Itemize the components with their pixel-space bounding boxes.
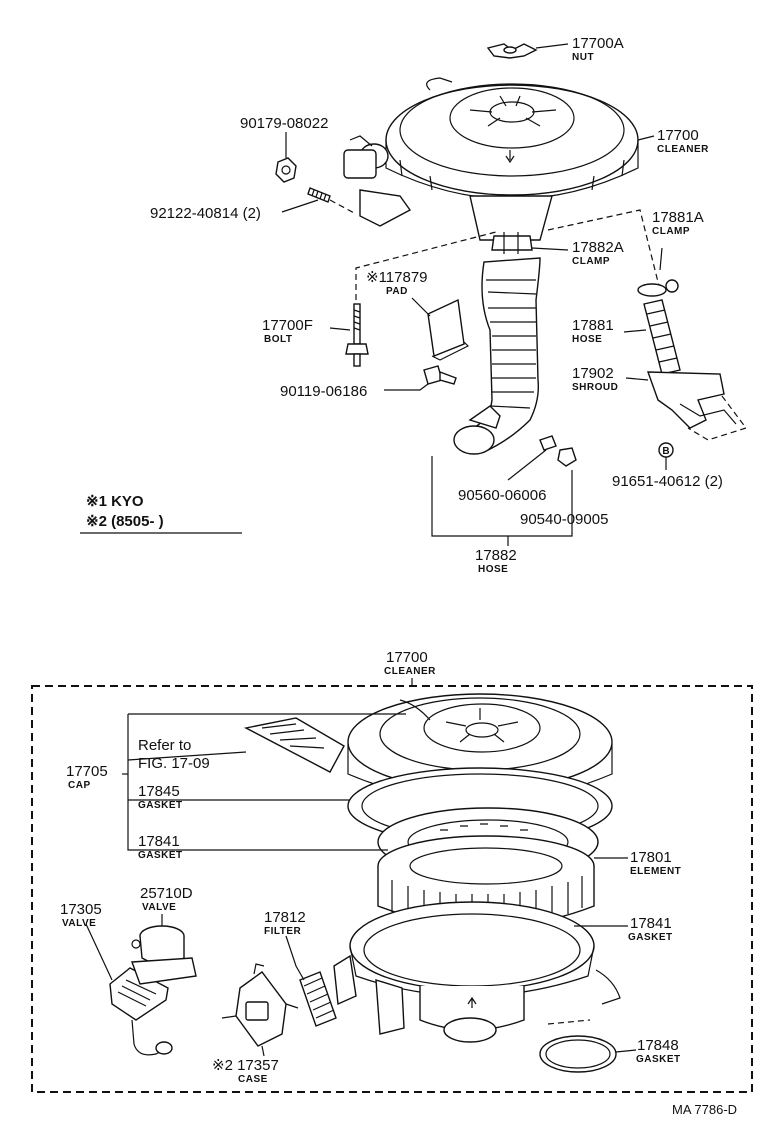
label-92122: 92122-40814 (2) [150,205,261,222]
label-90179: 90179-08022 [240,115,328,132]
label-117879-name: PAD [386,286,408,297]
stud-92122-drawing [307,187,331,203]
label-117879: ※117879 [366,269,428,286]
label-17700-upper-name: CLEANER [657,144,709,155]
label-17700-lower-name: CLEANER [384,666,436,677]
refer-to-text: Refer to [138,737,191,754]
label-17357-name: CASE [238,1074,268,1085]
label-17882A: 17882A [572,239,624,256]
label-17700-upper: 17700 [657,127,699,144]
nut-90540-drawing [557,447,577,467]
gasket-17848-drawing [539,1035,617,1073]
label-17841-upper-name: GASKET [138,850,183,861]
label-25710D-name: VALVE [142,902,176,913]
label-17841-lower-name: GASKET [628,932,673,943]
label-17841-upper: 17841 [138,833,180,850]
label-17305-name: VALVE [62,918,96,929]
nut-90179-drawing [275,157,297,183]
base-housing-drawing [333,901,621,1043]
label-17305: 17305 [60,901,102,918]
label-17700A-name: NUT [572,52,594,63]
hose-17881-drawing [643,299,681,375]
label-17845-name: GASKET [138,800,183,811]
label-17848-name: GASKET [636,1054,681,1065]
label-90119: 90119-06186 [280,383,367,400]
refer-fig-text: FIG. 17-09 [138,755,210,772]
screw-90119-drawing [423,365,457,385]
refer-pad-drawing [243,717,345,773]
label-17700-lower: 17700 [386,649,428,666]
label-17882A-name: CLAMP [572,256,610,267]
label-17705-name: CAP [68,780,91,791]
clamp-17881A-drawing [637,279,679,297]
filter-17812-drawing [299,971,337,1027]
shroud-17902-drawing [646,371,737,429]
side-valve-drawing [343,135,412,227]
label-17705: 17705 [66,763,108,780]
label-17700A: 17700A [572,35,624,52]
label-17801: 17801 [630,849,672,866]
hose-17882-drawing [453,257,541,455]
label-17882: 17882 [475,547,517,564]
note-kyo: ※1 KYO [86,493,144,510]
label-17902: 17902 [572,365,614,382]
label-17700F-name: BOLT [264,334,292,345]
label-17902-name: SHROUD [572,382,618,393]
circle-b-marker: B [662,446,669,457]
wing-nut-drawing [486,43,538,59]
label-17845: 17845 [138,783,180,800]
label-17881-name: HOSE [572,334,602,345]
label-17812: 17812 [264,909,306,926]
figure-id: MA 7786-D [672,1102,737,1117]
label-17881A: 17881A [652,209,704,226]
label-17812-name: FILTER [264,926,302,937]
label-91651: 91651-40612 (2) [612,473,723,490]
label-90560: 90560-06006 [458,487,546,504]
pad-117879-drawing [427,298,470,361]
label-17848: 17848 [637,1037,679,1054]
label-17357: ※2 17357 [212,1057,279,1074]
label-25710D: 25710D [140,885,193,902]
note-8505: ※2 (8505- ) [86,513,164,530]
label-17882-name: HOSE [478,564,508,575]
valve-25710D-drawing [131,925,197,985]
bolt-17700F-drawing [345,303,369,367]
label-17881: 17881 [572,317,614,334]
exploded-view-frame [31,685,753,1093]
bolt-90560-drawing [539,435,557,451]
case-17357-drawing [221,963,299,1047]
clamp-17882A-drawing [491,232,533,254]
label-17881A-name: CLAMP [652,226,690,237]
label-17700F: 17700F [262,317,313,334]
label-17801-name: ELEMENT [630,866,681,877]
label-17841-lower: 17841 [630,915,672,932]
label-90540: 90540-09005 [520,511,608,528]
air-cleaner-upper-drawing [385,77,639,241]
